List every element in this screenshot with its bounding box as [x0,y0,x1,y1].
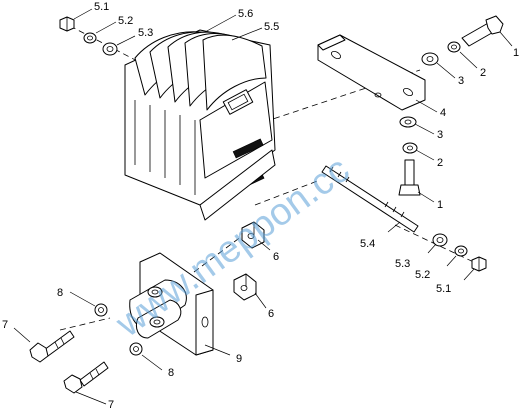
flat-washer-8-top [94,303,108,317]
hex-nut-5-1-bot [471,256,487,272]
label-5-6: 5.6 [238,8,253,20]
label-4: 4 [440,107,446,119]
flat-washer-5-3-top [102,42,118,56]
hex-nut-5-1-top [59,16,75,32]
label-5-2-bot: 5.2 [415,269,430,281]
square-nut-6-top [241,221,265,249]
label-3-top: 3 [458,75,464,87]
flat-washer-3-mid [399,116,417,128]
label-5-1-bot: 5.1 [436,283,451,295]
spring-washer-2-mid [402,142,418,154]
label-5-3-bot: 5.3 [395,258,410,270]
flat-washer-5-3-bot [432,233,448,247]
hex-bolt-7-bot [63,361,109,394]
counterweight-stack [124,29,276,221]
spring-washer-5-2-bot [454,245,468,257]
bracket-plate-4 [317,34,426,111]
label-6-bot: 6 [268,308,274,320]
label-5-3-top: 5.3 [138,27,153,39]
leader-lines [13,8,513,405]
hex-bolt-1-top [461,15,504,47]
flat-washer-8-bot [129,342,143,356]
label-7-bot: 7 [108,399,114,410]
label-2-mid: 2 [437,157,443,169]
threaded-rod-5-4 [321,165,419,233]
label-9: 9 [236,353,242,365]
spring-washer-5-2-top [83,32,97,44]
label-3-mid: 3 [437,129,443,141]
label-1-mid: 1 [437,199,443,211]
square-nut-6-bot [233,273,257,301]
label-7-top: 7 [2,319,8,331]
label-5-4: 5.4 [360,238,375,250]
label-1-top: 1 [513,47,519,59]
hinge-bracket-9 [129,252,214,356]
label-5-5: 5.5 [264,21,279,33]
flat-washer-3-top [421,52,439,66]
label-5-1-top: 5.1 [94,1,109,13]
spring-washer-2-top [447,41,461,53]
label-8-top: 8 [57,287,63,299]
label-5-2-top: 5.2 [118,15,133,27]
hex-bolt-7-top [29,330,75,363]
label-2-top: 2 [480,67,486,79]
label-8-bot: 8 [168,367,174,379]
label-6-top: 6 [273,251,279,263]
hex-bolt-1-mid [398,159,421,196]
